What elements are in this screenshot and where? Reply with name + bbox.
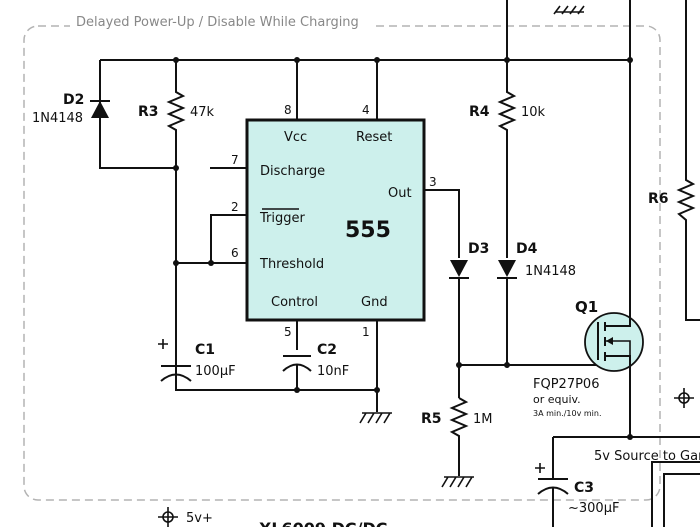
d4-value: 1N4148: [525, 264, 576, 279]
vplus-label: 5v+: [186, 511, 213, 526]
capacitor-c1: [158, 339, 192, 382]
r6-ref: R6: [648, 191, 669, 207]
resistor-r5: [449, 397, 469, 476]
pin-num-vcc: 8: [284, 103, 292, 117]
pin-label-control: Control: [271, 295, 318, 310]
pin-label-gnd: Gnd: [361, 295, 388, 310]
pin-label-reset: Reset: [356, 130, 392, 145]
frame-title: Delayed Power-Up / Disable While Chargin…: [76, 15, 359, 30]
diode-d3: [449, 260, 469, 279]
resistor-r4: [497, 60, 517, 258]
q1-note1: or equiv.: [533, 393, 581, 406]
ic-555-name: 555: [345, 218, 391, 243]
r5-value: 1M: [473, 412, 493, 427]
capacitor-c3: [535, 463, 569, 495]
ic-555-body: [245, 118, 426, 322]
test-point-5v: [158, 507, 178, 527]
junction-gnd-bottom: [374, 387, 380, 393]
r4-ref: R4: [469, 104, 490, 120]
pin-label-vcc: Vcc: [284, 130, 307, 145]
ground-555: [359, 412, 392, 424]
junction-c2-bottom: [294, 387, 300, 393]
source-label: 5v Source to Gam: [594, 449, 700, 464]
d4-ref: D4: [516, 241, 538, 257]
pin-num-reset: 4: [362, 103, 370, 117]
diode-d2: [90, 100, 110, 118]
ground-r5: [441, 476, 474, 488]
c1-value: 100µF: [195, 364, 236, 379]
q1-ref: Q1: [575, 298, 598, 316]
d2-value: 1N4148: [32, 111, 83, 126]
pin-num-out: 3: [429, 175, 437, 189]
wire-d2-loop: [99, 60, 176, 169]
pin-num-threshold: 6: [231, 246, 239, 260]
q1-part: FQP27P06: [533, 377, 599, 392]
c3-ref: C3: [574, 480, 594, 496]
resistor-r6: [676, 150, 700, 321]
r3-ref: R3: [138, 104, 159, 120]
d3-ref: D3: [468, 241, 489, 257]
c2-ref: C2: [317, 342, 337, 358]
junction-trigger-threshold: [208, 260, 214, 266]
mosfet-q1-symbol: [597, 312, 631, 372]
c1-ref: C1: [195, 342, 215, 358]
pin-label-threshold: Threshold: [259, 257, 324, 272]
junction-d3-gate: [456, 362, 462, 368]
box-right-edge: [651, 461, 700, 527]
ground-top: [553, 5, 585, 15]
junction-r3-d2: [173, 165, 179, 171]
pin-num-control: 5: [284, 325, 292, 339]
frame-title-bg: [70, 12, 376, 30]
q1-note2: 3A min./10v min.: [533, 409, 602, 418]
bottom-module-label: XL6009 DC/DC: [259, 519, 388, 527]
diode-d4: [497, 260, 517, 279]
wire-c1-bottom: [175, 374, 377, 391]
junction-d4-gate: [504, 362, 510, 368]
wire-gate-net: [459, 341, 599, 366]
pin-label-discharge: Discharge: [260, 164, 325, 179]
pin-num-trigger: 2: [231, 200, 239, 214]
resistor-r3: [166, 60, 186, 390]
wire-out: [424, 189, 460, 258]
d2-ref: D2: [63, 92, 84, 108]
test-point-right: [674, 388, 694, 408]
c3-value: ~300µF: [568, 501, 619, 516]
box-right-edge-inner: [663, 473, 700, 527]
mosfet-q1-body: [584, 312, 644, 372]
pin-num-discharge: 7: [231, 153, 239, 167]
pin-label-out: Out: [388, 186, 412, 201]
c2-value: 10nF: [317, 364, 349, 379]
wire-trigger: [210, 214, 247, 263]
pin-num-gnd: 1: [362, 325, 370, 339]
r4-value: 10k: [521, 105, 546, 120]
r5-ref: R5: [421, 411, 442, 427]
pin-label-trigger: Trigger: [259, 211, 305, 226]
r3-value: 47k: [190, 105, 215, 120]
